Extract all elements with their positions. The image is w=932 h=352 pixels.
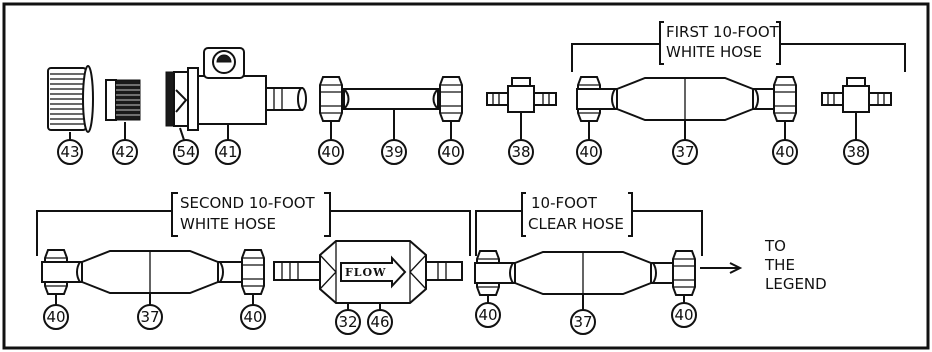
callout-40: 40 — [772, 139, 798, 165]
callout-37: 37 — [570, 309, 596, 335]
svg-text:40: 40 — [478, 306, 497, 324]
svg-text:32: 32 — [338, 313, 357, 331]
clear-hose-label-line1: 10-FOOT — [531, 194, 598, 212]
part-37-hose-cover — [41, 250, 259, 294]
svg-text:TO: TO — [764, 237, 786, 255]
callout-40: 40 — [576, 139, 602, 165]
callout-40: 40 — [240, 304, 266, 330]
svg-text:54: 54 — [176, 143, 195, 161]
callout-32: 32 — [335, 309, 361, 335]
svg-text:37: 37 — [675, 143, 694, 161]
second-hose-label-line1: SECOND 10-FOOT — [180, 194, 316, 212]
callout-37: 37 — [672, 139, 698, 165]
callout-38: 38 — [843, 139, 869, 165]
clear-hose-bracket: 10-FOOT CLEAR HOSE — [475, 192, 703, 256]
svg-text:37: 37 — [573, 313, 592, 331]
svg-text:40: 40 — [46, 308, 65, 326]
first-hose-label-line1: FIRST 10-FOOT — [666, 23, 780, 41]
to-legend-label: TO THE LEGEND — [764, 237, 827, 293]
callout-40: 40 — [671, 302, 697, 328]
part-38-fitting — [821, 77, 892, 113]
callout-39: 39 — [381, 139, 407, 165]
part-40-nut — [439, 76, 463, 122]
part-41-valve-body — [187, 47, 307, 140]
svg-text:40: 40 — [321, 143, 340, 161]
first-hose-label-line2: WHITE HOSE — [666, 43, 762, 61]
callout-37: 37 — [137, 304, 163, 330]
part-39-hose — [343, 88, 439, 110]
svg-text:38: 38 — [511, 143, 530, 161]
part-43-threaded-cap — [47, 65, 94, 140]
svg-text:40: 40 — [243, 308, 262, 326]
clear-hose-label-line2: CLEAR HOSE — [528, 215, 624, 233]
svg-text:46: 46 — [370, 313, 389, 331]
part-46-flow-arrow-label: FLOW — [340, 255, 407, 289]
callout-42: 42 — [112, 139, 138, 165]
to-legend-arrow — [700, 262, 743, 274]
callout-40: 40 — [318, 139, 344, 165]
svg-text:THE: THE — [764, 256, 795, 274]
flow-text: FLOW — [345, 266, 386, 279]
callout-41: 41 — [215, 139, 241, 165]
svg-text:40: 40 — [441, 143, 460, 161]
callout-43: 43 — [57, 139, 83, 165]
svg-text:43: 43 — [60, 143, 79, 161]
svg-text:39: 39 — [384, 143, 403, 161]
callout-40: 40 — [475, 302, 501, 328]
callout-38: 38 — [508, 139, 534, 165]
part-40-nut — [773, 76, 797, 122]
first-hose-bracket: FIRST 10-FOOT WHITE HOSE — [571, 21, 906, 72]
svg-text:40: 40 — [775, 143, 794, 161]
svg-text:42: 42 — [115, 143, 134, 161]
part-40-nut — [672, 250, 696, 296]
svg-text:LEGEND: LEGEND — [765, 275, 827, 293]
part-54-o-ring — [165, 71, 189, 141]
callout-46: 46 — [367, 309, 393, 335]
svg-text:41: 41 — [218, 143, 237, 161]
svg-text:37: 37 — [140, 308, 159, 326]
part-37-hose-cover — [576, 77, 794, 121]
svg-text:40: 40 — [579, 143, 598, 161]
part-38-fitting — [486, 77, 557, 113]
callout-40: 40 — [438, 139, 464, 165]
svg-text:40: 40 — [674, 306, 693, 324]
callout-40: 40 — [43, 304, 69, 330]
second-hose-bracket: SECOND 10-FOOT WHITE HOSE — [36, 192, 471, 256]
part-40-nut — [241, 249, 265, 295]
svg-text:38: 38 — [846, 143, 865, 161]
part-40-nut — [319, 76, 343, 122]
callout-54: 54 — [173, 139, 199, 165]
part-37-hose-cover — [474, 251, 692, 295]
part-42-screen-filter — [105, 79, 141, 140]
second-hose-label-line2: WHITE HOSE — [180, 215, 276, 233]
